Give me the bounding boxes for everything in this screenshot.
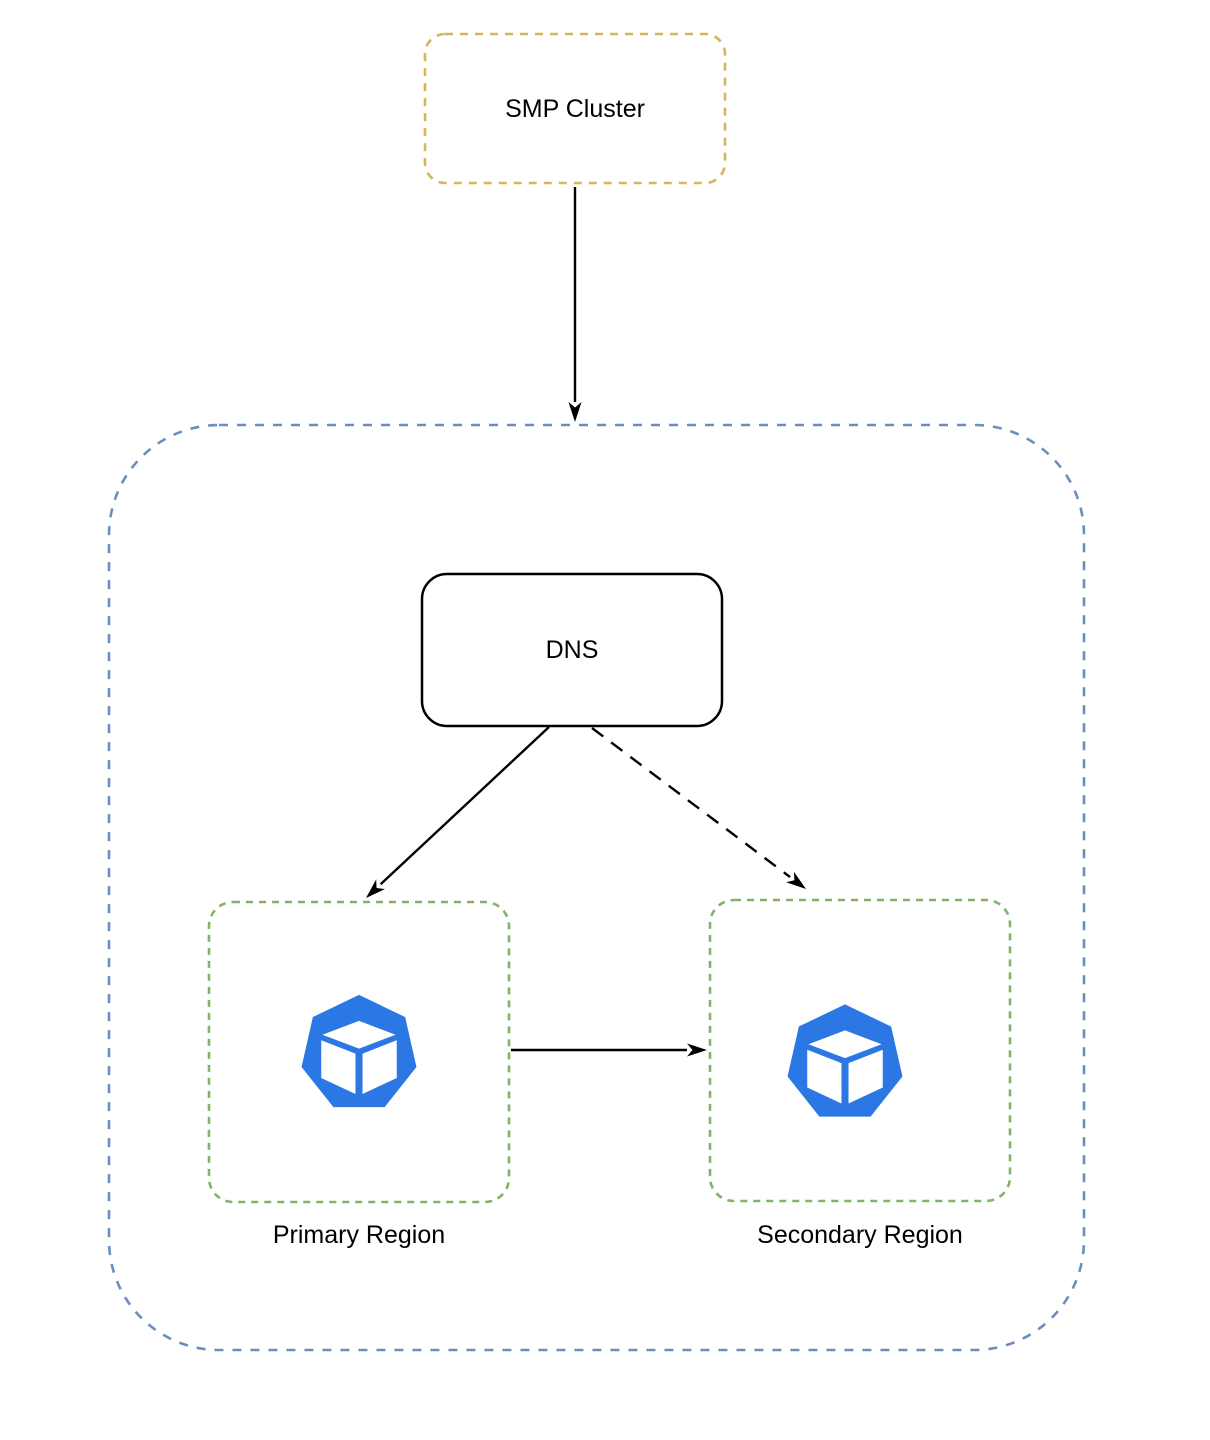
edge-dns-to-primary (365, 726, 550, 898)
dns-label: DNS (545, 636, 599, 664)
dns-node (420, 572, 724, 728)
primary-region-label: Primary Region (272, 1221, 446, 1249)
secondary-region-label: Secondary Region (757, 1221, 963, 1249)
edge-dns-to-secondary (591, 727, 806, 890)
smp-cluster-node (423, 32, 727, 185)
smp-cluster-label: SMP Cluster (505, 94, 645, 123)
dns-zone-container (107, 423, 1086, 1352)
